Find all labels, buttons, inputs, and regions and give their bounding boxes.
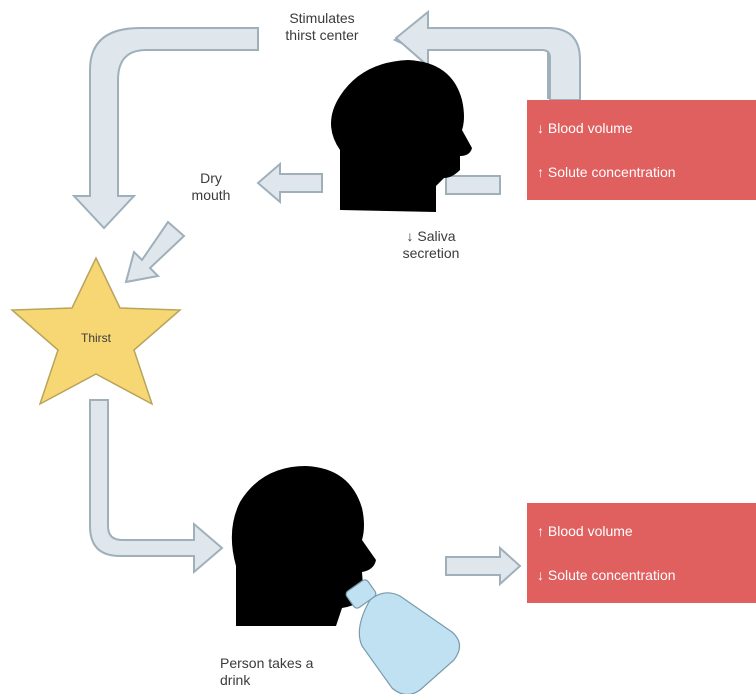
arrow-thirst-center-to-thirst (71, 27, 259, 230)
dry-mouth-label: Dry mouth (176, 170, 246, 204)
saliva-secretion-label: ↓ Saliva secretion (386, 228, 476, 262)
condition-box: ↓ Blood volume ↑ Solute concentration (527, 100, 756, 200)
arrow-saliva-to-dry-mouth (256, 161, 323, 205)
result-line-blood-volume: ↑ Blood volume (537, 523, 633, 539)
arrow-thirst-to-drink (89, 399, 224, 575)
arrow-dry-mouth-to-thirst (124, 220, 186, 284)
saliva-label-line1: ↓ Saliva (406, 228, 456, 244)
result-box: ↑ Blood volume ↓ Solute concentration (527, 503, 756, 603)
drink-label-line1: Person takes a (220, 655, 314, 671)
condition-line-blood-volume: ↓ Blood volume (537, 120, 633, 136)
arrow-box-to-mouth (445, 175, 501, 195)
person-silhouette-bottom (231, 466, 376, 626)
dry-mouth-label-line2: mouth (191, 187, 231, 203)
saliva-label-line2: secretion (402, 245, 460, 261)
arrow-drink-to-result (445, 545, 522, 587)
person-silhouette-top (331, 60, 472, 212)
dry-mouth-label-line1: Dry (200, 170, 222, 186)
thirst-star (10, 256, 182, 406)
water-bottle (345, 579, 461, 694)
result-line-solute: ↓ Solute concentration (537, 567, 676, 583)
thirst-label: Thirst (81, 331, 111, 345)
condition-line-solute: ↑ Solute concentration (537, 164, 676, 180)
drink-label: Person takes a drink (220, 655, 350, 689)
drink-label-line2: drink (220, 672, 251, 688)
thirst-center-label-line1: Stimulates (289, 10, 355, 26)
arrow-box-to-thirst-center-body (394, 9, 581, 101)
thirst-center-label-line2: thirst center (285, 27, 359, 43)
thirst-center-label: Stimulates thirst center (262, 10, 382, 44)
